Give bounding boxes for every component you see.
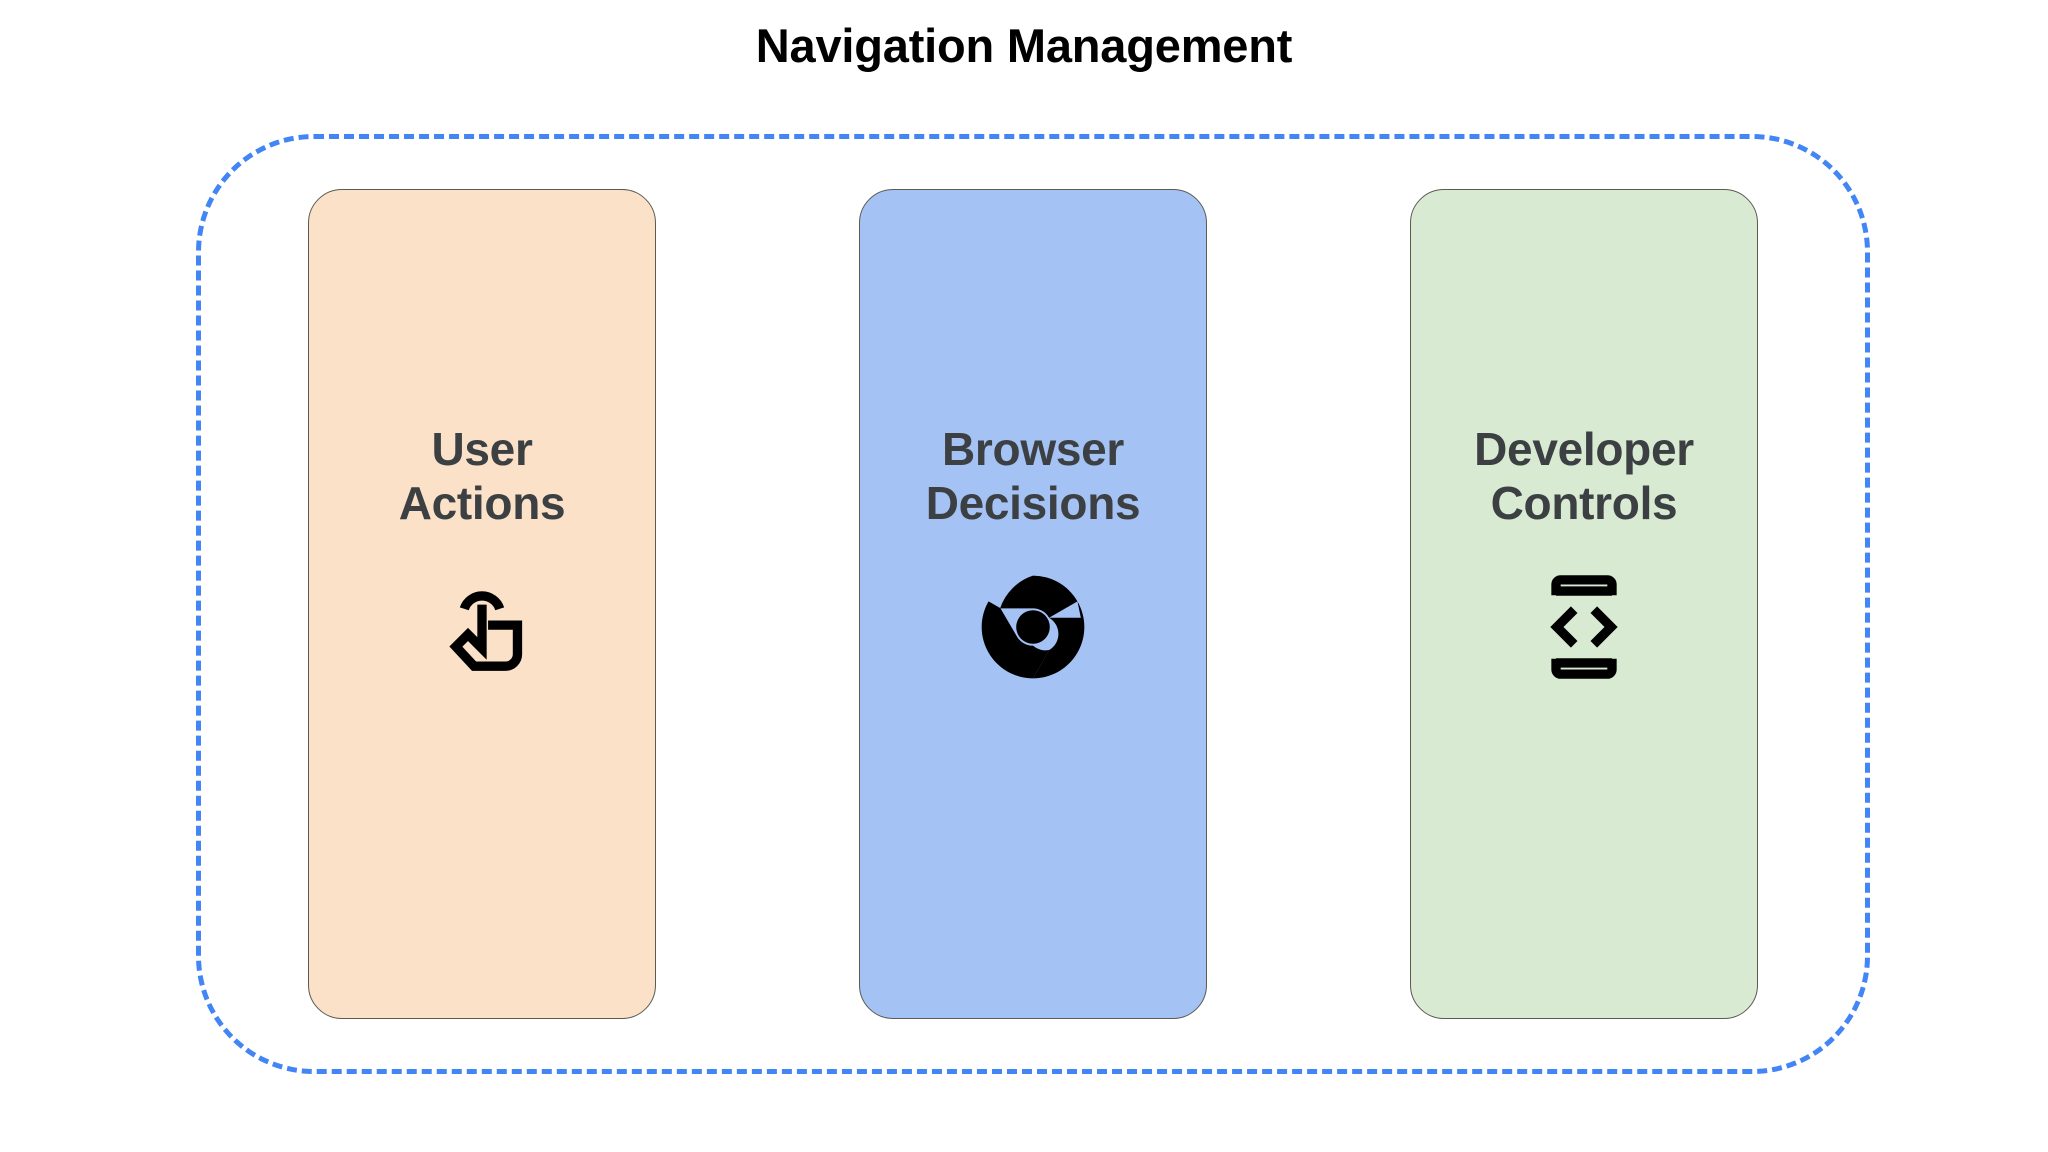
chrome-logo-icon [977,571,1089,683]
page-title: Navigation Management [755,19,1293,72]
card-user-actions[interactable]: User Actions [308,189,656,1019]
card-developer-controls[interactable]: Developer Controls [1410,189,1758,1019]
navigation-management-group-boundary [196,134,1870,1074]
card-browser-decisions[interactable]: Browser Decisions [859,189,1207,1019]
touch-app-icon [426,571,538,683]
developer-mode-icon [1528,571,1640,683]
card-label-browser-decisions: Browser Decisions [925,423,1141,530]
card-label-developer-controls: Developer Controls [1474,423,1694,530]
cards-row: User Actions Browser Decisions Dev [196,134,1870,1074]
card-label-user-actions: User Actions [398,423,566,530]
